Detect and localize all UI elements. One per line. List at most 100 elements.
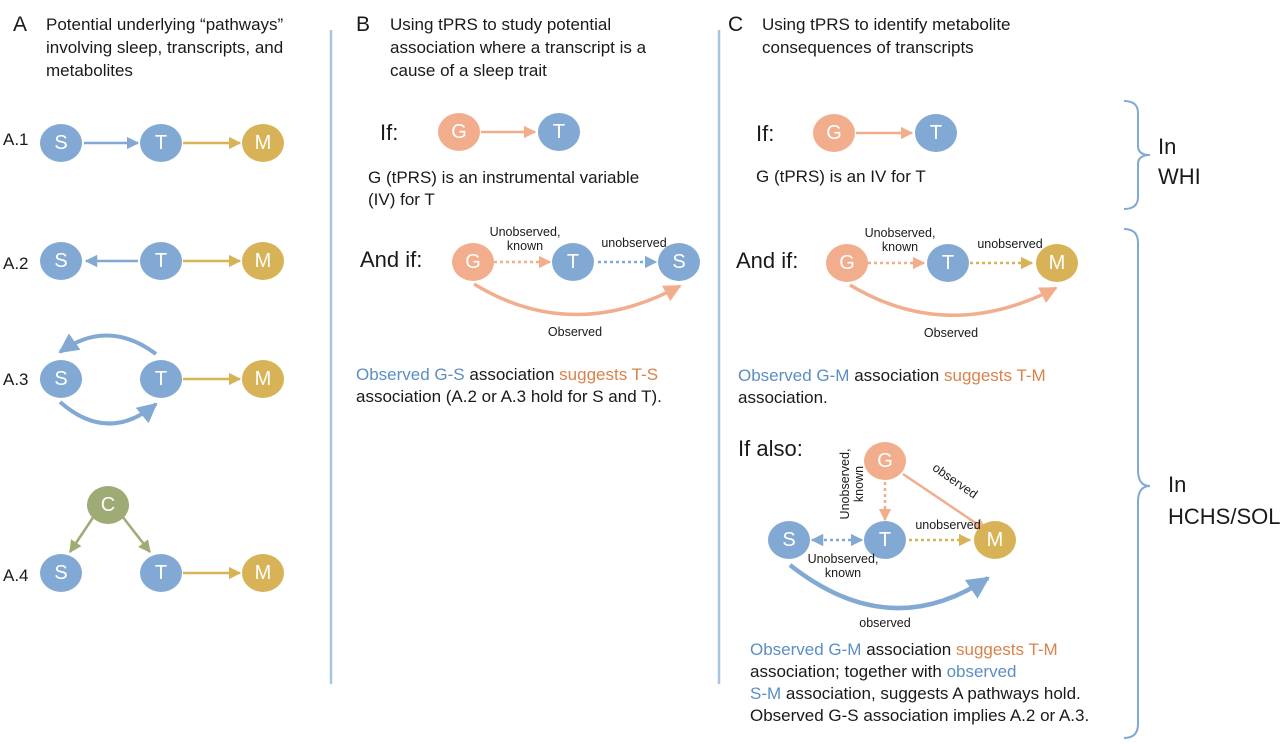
association-text: association; together with bbox=[750, 662, 947, 681]
c2-tm-edge-label: unobserved bbox=[915, 518, 981, 532]
panel-c-conclusion-line2: association. bbox=[738, 388, 828, 407]
node-t: T bbox=[538, 113, 580, 151]
edge-label-line: known bbox=[881, 240, 919, 254]
panel-c-tm-edge-label: unobserved bbox=[977, 237, 1043, 251]
panel-a-title: Potential underlying “pathways” involvin… bbox=[46, 13, 283, 82]
panel-b-letter: B bbox=[356, 13, 371, 36]
observed-text: Observed G-M bbox=[750, 640, 862, 659]
a3-s-to-t-curve-arrow bbox=[58, 400, 158, 426]
panel-a-title-line: Potential underlying “pathways” bbox=[46, 15, 284, 34]
edge-label-line: Unobserved, bbox=[864, 226, 936, 240]
panel-a-title-line: involving sleep, transcripts, and bbox=[46, 38, 284, 57]
row-label-a1: A.1 bbox=[3, 130, 29, 149]
final-line3: S-M association, suggests A pathways hol… bbox=[750, 683, 1089, 705]
association-text: association, suggests A pathways hold. bbox=[781, 684, 1081, 703]
panel-c-andif-label: And if: bbox=[736, 248, 799, 273]
node-g: G bbox=[826, 244, 868, 282]
node-m: M bbox=[1036, 244, 1078, 282]
observed-text: S-M bbox=[750, 684, 782, 703]
panel-b-conclusion-line2: association (A.2 or A.3 hold for S and T… bbox=[356, 387, 662, 406]
node-t: T bbox=[140, 124, 182, 162]
node-t: T bbox=[915, 114, 957, 152]
node-t: T bbox=[140, 554, 182, 592]
observed-text: observed bbox=[946, 662, 1017, 681]
bracket-label-line: WHI bbox=[1158, 164, 1201, 189]
node-t: T bbox=[140, 360, 182, 398]
node-g: G bbox=[813, 114, 855, 152]
node-s: S bbox=[768, 521, 810, 559]
panel-b-gt-edge-label: Unobserved, known bbox=[480, 225, 570, 253]
panel-c-title-line: consequences of transcripts bbox=[762, 38, 974, 57]
node-t: T bbox=[927, 244, 969, 282]
edge-label-line: known bbox=[824, 566, 862, 580]
panel-b-gs-edge-label: Observed bbox=[547, 325, 603, 339]
panel-c-gt-edge-label: Unobserved, known bbox=[855, 226, 945, 254]
hchs-label: In HCHS/SOL bbox=[1168, 469, 1280, 533]
node-g: G bbox=[864, 442, 906, 480]
node-t: T bbox=[864, 521, 906, 559]
a3-t-to-s-curve-arrow bbox=[58, 333, 158, 356]
whi-label: In WHI bbox=[1158, 132, 1201, 192]
c2-g-to-m-arrow bbox=[902, 472, 988, 532]
edge-label-line: Unobserved, bbox=[489, 225, 561, 239]
a4-c-to-t-arrow bbox=[121, 515, 151, 553]
panel-b-conclusion: Observed G-S association suggests T-S as… bbox=[356, 364, 662, 408]
node-c: C bbox=[87, 486, 129, 524]
node-t: T bbox=[140, 242, 182, 280]
panel-b-title-line: Using tPRS to study potential bbox=[390, 15, 612, 34]
node-m: M bbox=[242, 554, 284, 592]
node-t: T bbox=[552, 243, 594, 281]
panel-b-if-label: If: bbox=[380, 120, 399, 145]
panel-b-ts-edge-label: unobserved bbox=[601, 236, 667, 250]
panel-b-conclusion-line1: Observed G-S association suggests T-S bbox=[356, 364, 662, 386]
row-label-a2: A.2 bbox=[3, 254, 29, 273]
panel-b-iv-line: G (tPRS) is an instrumental variable bbox=[368, 168, 640, 187]
panel-c-title: Using tPRS to identify metabolite conseq… bbox=[762, 13, 1011, 59]
bracket-whi bbox=[1123, 100, 1151, 210]
node-m: M bbox=[974, 521, 1016, 559]
c2-s-to-m-observed-curve bbox=[788, 563, 990, 611]
panel-b-title: Using tPRS to study potential associatio… bbox=[390, 13, 646, 82]
panel-b-iv-line: (IV) for T bbox=[368, 190, 435, 209]
panel-b-title-line: association where a transcript is a bbox=[390, 38, 647, 57]
edge-label-line: Unobserved, bbox=[807, 552, 879, 566]
edge-label-line: known bbox=[852, 465, 866, 503]
panel-c-final-text: Observed G-M association suggests T-M as… bbox=[750, 639, 1089, 727]
bracket-label-line: In bbox=[1168, 472, 1187, 497]
panel-a-title-line: metabolites bbox=[46, 61, 133, 80]
panel-c-title-line: Using tPRS to identify metabolite bbox=[762, 15, 1011, 34]
suggests-text: suggests T-M bbox=[943, 366, 1046, 385]
panel-c-conclusion-line1: Observed G-M association suggests T-M bbox=[738, 365, 1046, 387]
edge-label-line: Unobserved, bbox=[838, 448, 852, 520]
observed-text: Observed G-M bbox=[738, 366, 850, 385]
c2-st-edge-label: Unobserved, known bbox=[798, 552, 888, 580]
node-s: S bbox=[40, 242, 82, 280]
association-text: association bbox=[464, 365, 560, 384]
c2-gt-vertical-edge-label: Unobserved, known bbox=[838, 444, 866, 524]
node-m: M bbox=[242, 242, 284, 280]
edge-label-line: known bbox=[506, 239, 544, 253]
bracket-hchs bbox=[1123, 228, 1151, 739]
node-m: M bbox=[242, 124, 284, 162]
final-line4: Observed G-S association implies A.2 or … bbox=[750, 706, 1090, 725]
row-label-a3: A.3 bbox=[3, 370, 29, 389]
node-s: S bbox=[40, 360, 82, 398]
bracket-label-line: HCHS/SOL bbox=[1168, 504, 1280, 529]
node-g: G bbox=[452, 243, 494, 281]
panel-a-letter: A bbox=[13, 13, 28, 36]
final-line1: Observed G-M association suggests T-M bbox=[750, 639, 1089, 661]
suggests-text: suggests T-M bbox=[955, 640, 1058, 659]
final-line2: association; together with observed bbox=[750, 661, 1089, 683]
node-s: S bbox=[40, 124, 82, 162]
row-label-a4: A.4 bbox=[3, 566, 29, 585]
c2-sm-edge-label: observed bbox=[859, 616, 911, 630]
node-m: M bbox=[242, 360, 284, 398]
a4-c-to-s-arrow bbox=[68, 515, 96, 554]
node-g: G bbox=[438, 113, 480, 151]
association-text: association bbox=[849, 366, 944, 385]
observed-text: Observed G-S bbox=[356, 365, 465, 384]
panel-c-letter: C bbox=[728, 13, 744, 36]
panel-c-gm-edge-label: Observed bbox=[923, 326, 979, 340]
association-text: association bbox=[861, 640, 956, 659]
